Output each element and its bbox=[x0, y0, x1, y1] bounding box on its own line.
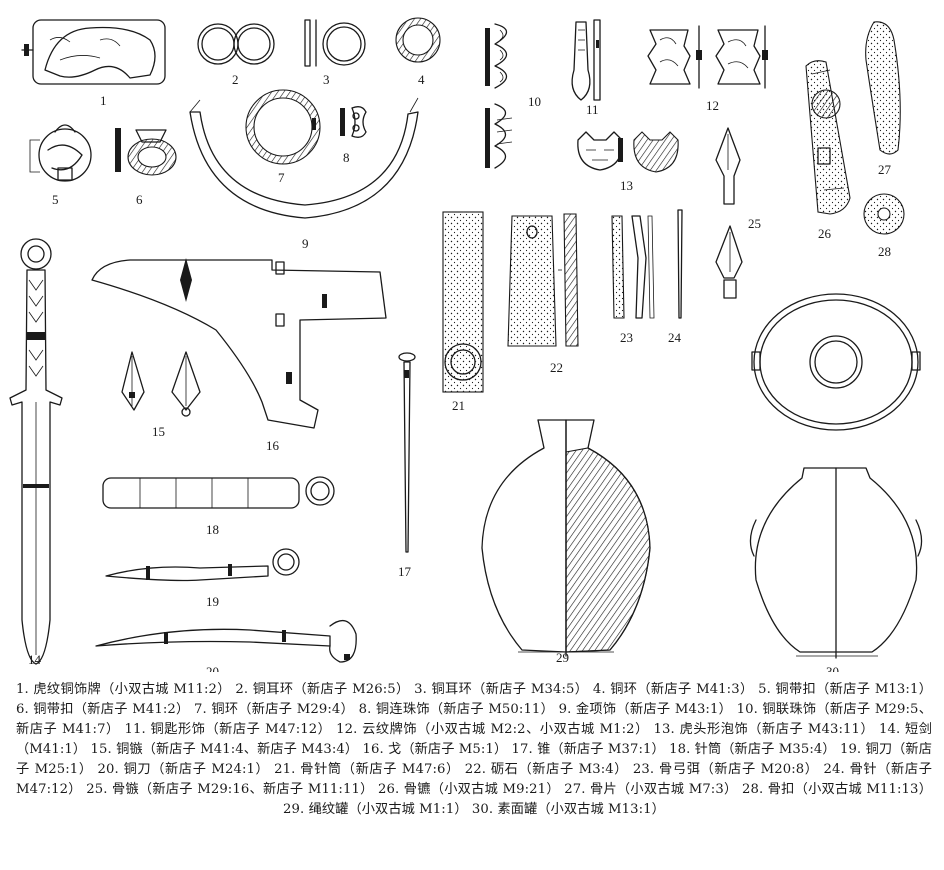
dagger-axe-drawing bbox=[91, 258, 387, 429]
figure-number-11: 11 bbox=[586, 102, 599, 117]
knife-drawing bbox=[105, 548, 300, 582]
spoon-ornament-drawing bbox=[571, 19, 601, 101]
figure-number-15: 15 bbox=[152, 424, 165, 439]
plain-jar-drawing bbox=[749, 293, 923, 659]
figure-number-1: 1 bbox=[100, 93, 107, 108]
line-drawings: 1 2 3 4 5 6 7 8 9 10 11 12 13 14 15 16 1… bbox=[9, 17, 923, 672]
figure-number-3: 3 bbox=[323, 72, 330, 87]
tiger-plaque-drawing bbox=[21, 19, 166, 85]
bone-needle-drawing bbox=[677, 209, 683, 319]
bone-bow-tips-drawing bbox=[611, 215, 655, 319]
figure-number-6: 6 bbox=[136, 192, 143, 207]
bone-arrowheads-drawing bbox=[715, 127, 743, 299]
earrings-drawing bbox=[197, 23, 275, 65]
artifact-plate: 1 2 3 4 5 6 7 8 9 10 11 12 13 14 15 16 1… bbox=[9, 17, 923, 672]
linked-beads-drawing bbox=[485, 23, 513, 169]
bronze-ring-drawing bbox=[395, 17, 441, 63]
figure-number-23: 23 bbox=[620, 330, 633, 345]
cloud-plaques-drawing bbox=[647, 25, 768, 89]
figure-number-13: 13 bbox=[620, 178, 633, 193]
figure-number-20: 20 bbox=[206, 664, 219, 672]
cord-marked-jar-drawing bbox=[481, 419, 651, 657]
short-sword-drawing bbox=[9, 238, 63, 665]
figure-number-18: 18 bbox=[206, 522, 219, 537]
bone-piece-drawing bbox=[865, 21, 901, 155]
figure-caption: 1. 虎纹铜饰牌（小双古城 M11:2） 2. 铜耳环（新店子 M26:5） 3… bbox=[16, 682, 932, 817]
figure-number-5: 5 bbox=[52, 192, 59, 207]
figure-number-4: 4 bbox=[418, 72, 425, 87]
figure-number-28: 28 bbox=[878, 244, 891, 259]
bone-button-drawing bbox=[863, 193, 905, 235]
figure-number-22: 22 bbox=[550, 360, 563, 375]
figure-number-25: 25 bbox=[748, 216, 761, 231]
figure-number-16: 16 bbox=[266, 438, 280, 453]
whetstone-drawing bbox=[507, 213, 579, 347]
figure-number-26: 26 bbox=[818, 226, 832, 241]
belt-buckle-drawing bbox=[29, 124, 92, 182]
figure-number-12: 12 bbox=[706, 98, 719, 113]
figure-number-14: 14 bbox=[28, 652, 42, 667]
figure-number-9: 9 bbox=[302, 236, 309, 251]
figure-number-27: 27 bbox=[878, 162, 892, 177]
figure-number-24: 24 bbox=[668, 330, 682, 345]
gold-necklace-drawing bbox=[189, 97, 419, 219]
bone-cheekpiece-drawing bbox=[805, 60, 851, 215]
figure-number-17: 17 bbox=[398, 564, 412, 579]
figure-number-21: 21 bbox=[452, 398, 465, 413]
figure-number-8: 8 bbox=[343, 150, 350, 165]
figure-number-30: 30 bbox=[826, 664, 839, 672]
bone-needle-case-drawing bbox=[442, 211, 484, 393]
awl-drawing bbox=[398, 352, 416, 553]
earring-drawing bbox=[304, 19, 366, 67]
figure-number-19: 19 bbox=[206, 594, 219, 609]
tiger-head-buttons-drawing bbox=[577, 131, 679, 173]
belt-buckle-2-drawing bbox=[115, 128, 177, 176]
bead-ornament-drawing bbox=[340, 106, 367, 138]
knife-2-drawing bbox=[95, 619, 357, 663]
figure-number-10: 10 bbox=[528, 94, 541, 109]
figure-number-29: 29 bbox=[556, 650, 569, 665]
needle-case-drawing bbox=[102, 476, 335, 509]
twisted-ring-drawing bbox=[245, 89, 321, 165]
figure-number-7: 7 bbox=[278, 170, 285, 185]
arrowheads-drawing bbox=[121, 351, 201, 417]
figure-number-2: 2 bbox=[232, 72, 239, 87]
